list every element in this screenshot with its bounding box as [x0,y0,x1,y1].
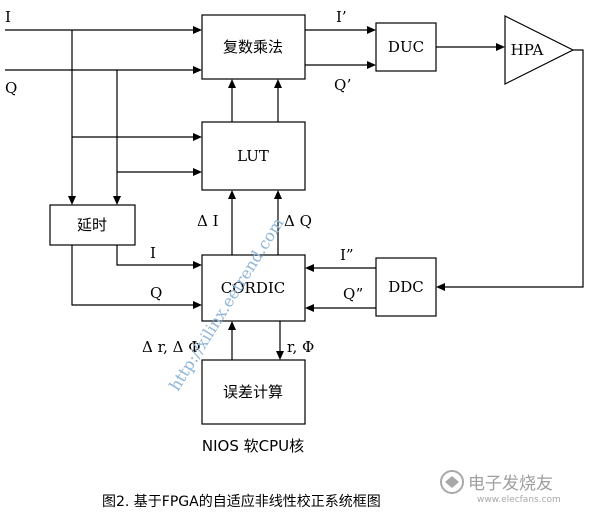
arrowhead-lut-mult-left [228,79,236,88]
complex-multiplier-block [201,14,306,80]
i-prime-label: I’ [336,8,347,26]
arrowhead-i-in [193,26,202,34]
arrowhead-q-lut [193,168,202,176]
arrowhead-error-to-cordic [228,321,236,330]
i-double-prime-label: I” [340,246,354,264]
arrowhead-i-delay [68,196,76,205]
cordic-block [201,254,306,322]
ddc-label: DDC [388,278,424,296]
logo-url: www.elecfans.com [477,495,561,505]
arrowhead-i-double-prime [305,264,314,272]
wire-delay-cordic-q [71,245,194,306]
duc-label: DUC [388,38,424,56]
hpa-amplifier-triangle [504,15,575,85]
error-calc-label: 误差计算 [223,383,283,401]
delta-r-phi-label: Δ r, Δ Φ [142,338,201,356]
complex-multiplier-label: 复数乘法 [223,38,283,56]
wire-hpa-feedback [444,49,584,288]
cordic-i-label: I [150,244,156,262]
logo-icon-mark [445,476,459,488]
input-q-label: Q [5,79,17,97]
arrowhead-feedback-ddc [436,283,445,291]
hpa-label: HPA [511,41,544,59]
delay-block [49,204,136,246]
arrowhead-q-prime [367,61,376,69]
arrowhead-delay-cordic-i [193,261,202,269]
delta-q-label: Δ Q [284,212,312,230]
delta-i-label: Δ I [197,212,219,230]
elecfans-logo: 电子发烧友 www.elecfans.com [440,470,561,505]
arrowhead-q-in [193,66,202,74]
arrowhead-q-double-prime [305,304,314,312]
arrowhead-q-delay [113,196,121,205]
duc-block [375,22,437,72]
logo-icon [440,470,464,494]
nios-cpu-label: NIOS 软CPU核 [202,437,304,455]
wire-delay-cordic-i [116,245,194,266]
logo-text: 电子发烧友 [468,474,553,494]
arrowhead-delta-q [274,190,282,199]
lut-block [201,121,306,191]
arrowhead-lut-mult-right [274,79,282,88]
arrowhead-duc-hpa [496,43,505,51]
error-calc-block [201,359,306,425]
q-double-prime-label: Q” [343,285,363,303]
q-prime-label: Q’ [334,76,351,94]
lut-label: LUT [237,147,269,165]
arrowhead-delay-cordic-q [193,301,202,309]
figure-caption: 图2. 基于FPGA的自适应非线性校正系统框图 [102,493,381,510]
arrowhead-cordic-to-error [276,351,284,360]
r-phi-label: r, Φ [287,338,314,356]
arrowhead-i-prime [367,26,376,34]
input-i-label: I [5,8,11,26]
arrowhead-delta-i [228,190,236,199]
cordic-q-label: Q [150,284,162,302]
delay-label: 延时 [77,216,107,234]
arrowhead-i-lut [193,133,202,141]
cordic-label: CORDIC [221,279,286,297]
